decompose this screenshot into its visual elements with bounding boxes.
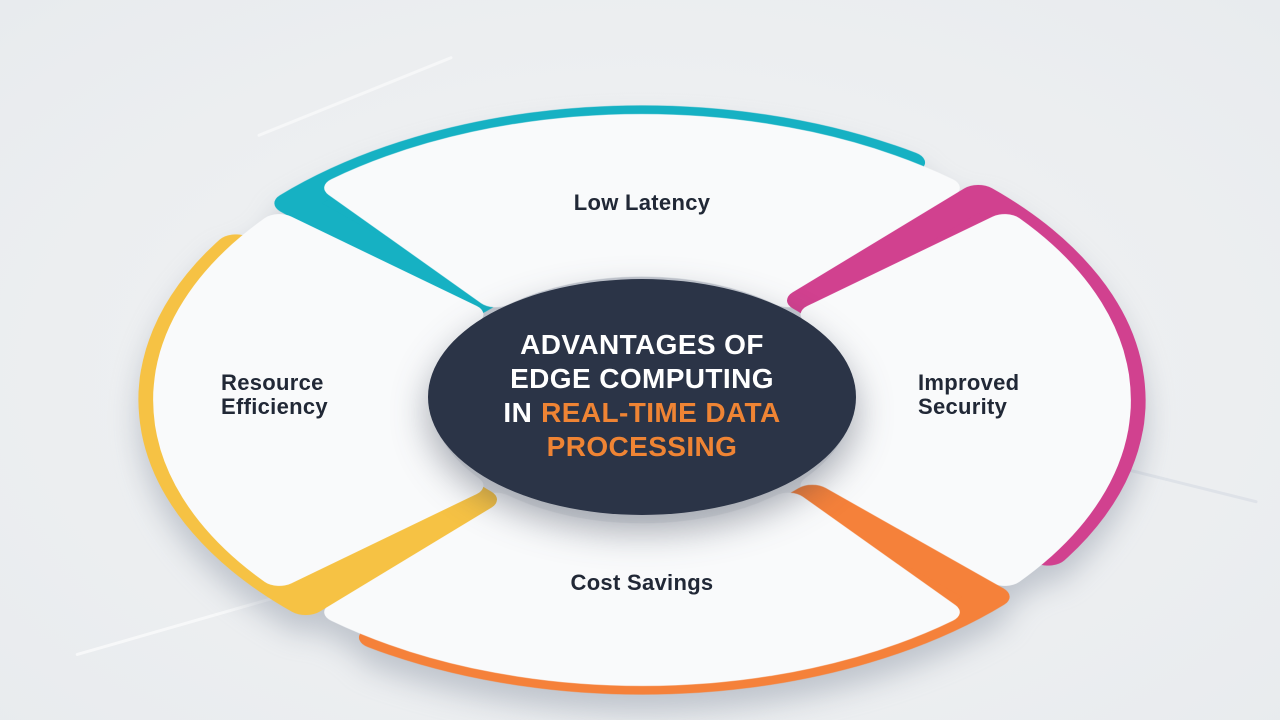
pinwheel — [138, 105, 1146, 695]
segment-bottom-shape — [324, 484, 1010, 695]
segment-left-face — [153, 214, 484, 586]
segment-bottom-face — [324, 492, 960, 687]
segment-label-cost-savings: Cost Savings — [570, 570, 714, 595]
segment-label-low-latency: Low Latency — [573, 190, 711, 215]
segment-right-shape — [787, 184, 1146, 586]
segment-label-improved-security: Improved Security — [918, 370, 1020, 419]
center-title-line3-prefix: IN — [503, 397, 533, 428]
center-title-line4: PROCESSING — [546, 431, 738, 462]
center-title-line2: EDGE COMPUTING — [510, 363, 774, 394]
segment-top-face — [324, 113, 960, 308]
center-title-line3: IN REAL-TIME DATA — [412, 396, 872, 430]
center-title: ADVANTAGES OF EDGE COMPUTING IN REAL-TIME… — [412, 328, 872, 464]
center-title-line3-highlight: REAL-TIME DATA — [541, 397, 781, 428]
center-ellipse — [428, 279, 856, 515]
segment-label-resource-efficiency: Resource Efficiency — [221, 370, 328, 419]
center-title-line1: ADVANTAGES OF — [520, 329, 764, 360]
segment-left-shape — [138, 214, 497, 616]
segment-top-shape — [274, 105, 960, 316]
segment-right-face — [800, 214, 1131, 586]
